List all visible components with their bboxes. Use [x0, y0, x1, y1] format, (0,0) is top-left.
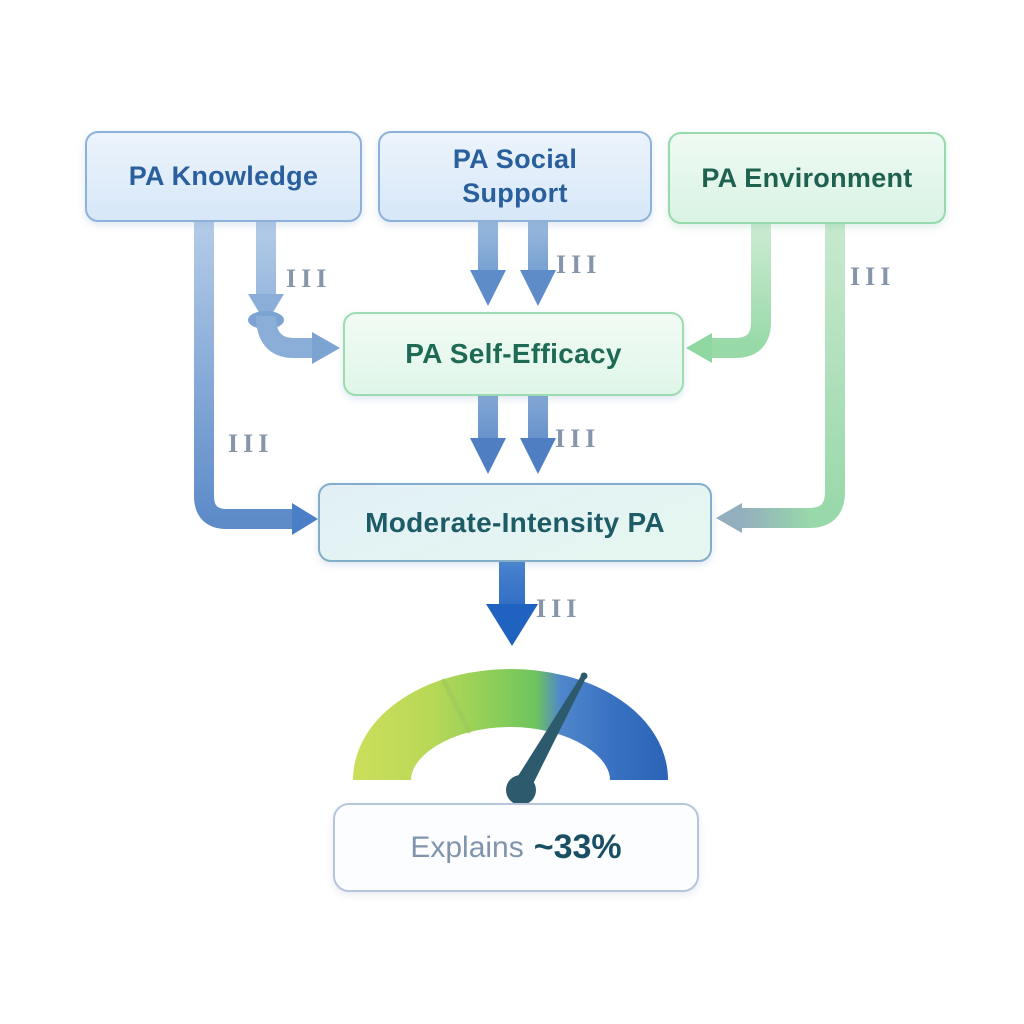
- node-pa-self-efficacy-label: PA Self-Efficacy: [405, 338, 622, 369]
- node-moderate-intensity-pa: Moderate-Intensity PA: [318, 483, 712, 562]
- edge-label-self-efficacy-to-moderate-pa: III: [555, 424, 601, 453]
- node-pa-environment-label: PA Environment: [701, 162, 913, 193]
- arrow-knowledge-to-moderate-pa: [194, 218, 318, 535]
- node-moderate-intensity-pa-label: Moderate-Intensity PA: [365, 506, 665, 538]
- arrow-moderate-pa-to-gauge: [486, 556, 538, 646]
- edge-label-social-support-to-self-efficacy: III: [556, 250, 602, 279]
- node-pa-social-support-label: PA Social Support: [452, 143, 578, 208]
- node-pa-knowledge-label: PA Knowledge: [128, 161, 319, 191]
- arrow-knowledge-to-self-efficacy: [248, 218, 340, 364]
- edge-label-knowledge-to-self-efficacy: III: [286, 264, 332, 293]
- edge-label-knowledge-to-moderate-pa: III: [228, 429, 274, 458]
- arrow-self-efficacy-to-moderate-pa: [470, 392, 556, 474]
- outcome-value: ~33%: [533, 828, 622, 866]
- outcome-box: Explains ~33%: [333, 803, 699, 892]
- gauge-needle: [506, 672, 588, 805]
- edge-label-environment-to-self-efficacy: III: [850, 262, 896, 291]
- node-pa-knowledge: PA Knowledge: [85, 131, 362, 222]
- arrow-environment-to-moderate-pa: [716, 220, 845, 533]
- node-pa-social-support: PA Social Support: [378, 131, 652, 222]
- arrow-social-support-to-self-efficacy: [470, 218, 556, 306]
- node-pa-environment: PA Environment: [668, 132, 946, 224]
- node-pa-self-efficacy: PA Self-Efficacy: [343, 312, 684, 396]
- gauge-meter: [353, 669, 668, 805]
- edge-label-moderate-pa-to-gauge: III: [536, 594, 582, 623]
- arrow-environment-to-self-efficacy: [686, 220, 771, 363]
- outcome-prefix-label: Explains: [410, 830, 524, 864]
